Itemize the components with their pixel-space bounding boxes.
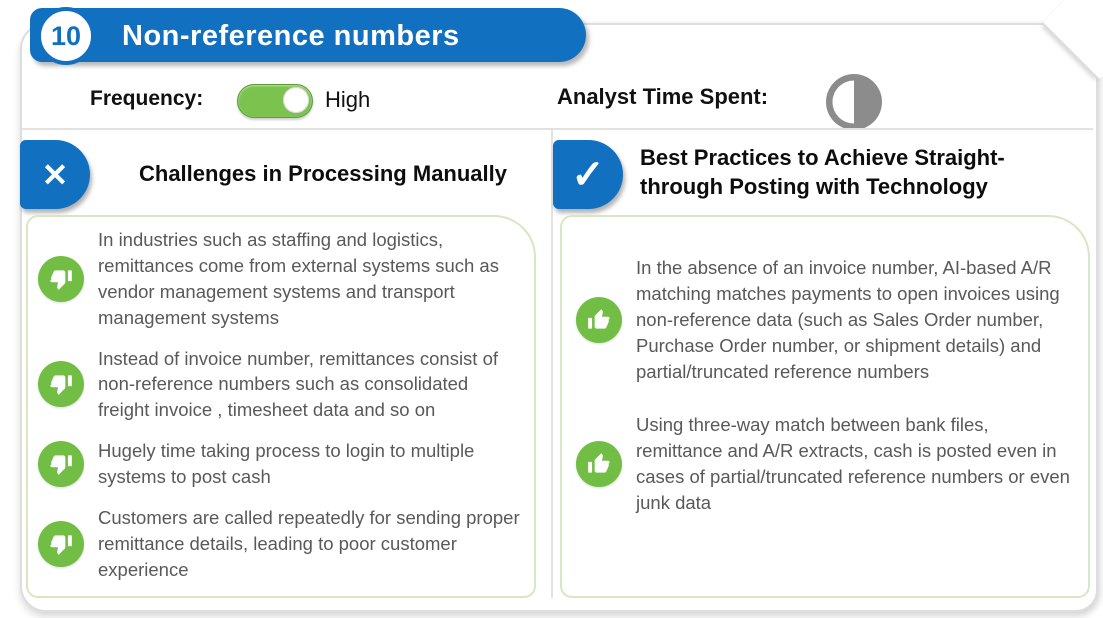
best-practices-heading: Best Practices to Achieve Straight-throu… [640, 145, 1005, 199]
list-item: Customers are called repeatedly for send… [38, 505, 520, 583]
thumbs-down-icon [38, 520, 84, 567]
challenges-heading: Challenges in Processing Manually [139, 161, 507, 186]
horizontal-divider [22, 128, 1093, 130]
list-item-text: In the absence of an invoice number, AI-… [636, 257, 1060, 382]
list-item: Using three-way match between bank files… [576, 412, 1074, 516]
frequency-value: High [325, 87, 371, 112]
number-badge: 10 [37, 7, 95, 65]
x-icon: ✕ [41, 156, 69, 193]
toggle-knob-icon [283, 87, 309, 113]
vertical-divider [551, 128, 553, 598]
best-practices-box: In the absence of an invoice number, AI-… [560, 215, 1090, 598]
thumbs-up-icon [576, 441, 622, 488]
list-item-text: Using three-way match between bank files… [636, 414, 1070, 514]
thumbs-down-icon [38, 361, 84, 408]
title-banner [30, 8, 586, 62]
challenges-box: In industries such as staffing and logis… [26, 215, 536, 598]
list-item: In the absence of an invoice number, AI-… [576, 255, 1074, 384]
list-item: In industries such as staffing and logis… [38, 227, 520, 331]
best-practices-badge: ✓ [553, 140, 623, 209]
page-title: Non-reference numbers [122, 20, 460, 52]
challenges-badge: ✕ [20, 140, 90, 209]
list-item-text: Instead of invoice number, remittances c… [98, 347, 499, 421]
half-filled-circle-icon [826, 74, 882, 130]
thumbs-down-icon [38, 441, 84, 488]
frequency-toggle[interactable] [237, 84, 313, 118]
analyst-time-label: Analyst Time Spent: [557, 84, 769, 109]
thumbs-down-icon [38, 255, 84, 302]
check-icon: ✓ [571, 152, 605, 197]
list-item-text: In industries such as staffing and logis… [98, 229, 499, 328]
list-item-text: Hugely time taking process to login to m… [98, 440, 475, 488]
list-item: Hugely time taking process to login to m… [38, 438, 520, 490]
thumbs-up-icon [576, 296, 622, 343]
list-item-text: Customers are called repeatedly for send… [98, 507, 520, 580]
list-item: Instead of invoice number, remittances c… [38, 346, 520, 424]
number-badge-label: 10 [50, 20, 82, 51]
frequency-label: Frequency: [90, 87, 204, 110]
